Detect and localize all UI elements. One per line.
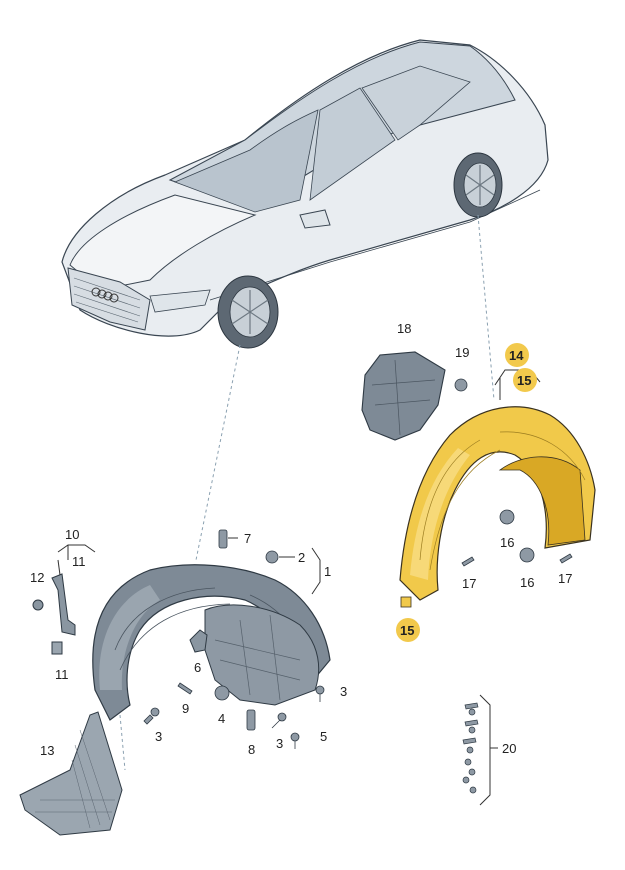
label-16-b: 16 [520, 575, 534, 590]
rear-wheel-liner [399, 406, 596, 601]
highlight-15-top [513, 368, 537, 392]
bracket-part [32, 573, 76, 655]
highlight-markers [396, 343, 537, 642]
label-15-left: 15 [400, 623, 414, 638]
front-wheel-liner [92, 564, 331, 721]
fastener-kit [462, 702, 479, 794]
label-7: 7 [244, 531, 251, 546]
label-16-a: 16 [500, 535, 514, 550]
car-illustration [61, 39, 549, 349]
label-19: 19 [455, 345, 469, 360]
small-bracket [189, 629, 208, 653]
label-11-top: 11 [72, 554, 86, 569]
fastener-icons-rear [400, 378, 573, 608]
label-15-top: 15 [517, 373, 531, 388]
label-5: 5 [320, 729, 327, 744]
callout-lines [57, 369, 541, 806]
fastener-icons-front [143, 529, 325, 749]
label-14: 14 [509, 348, 524, 363]
rear-wheel-icon [453, 152, 503, 218]
label-9: 9 [182, 701, 189, 716]
label-13: 13 [40, 743, 54, 758]
label-6: 6 [194, 660, 201, 675]
highlight-15-left [396, 618, 420, 642]
label-1: 1 [324, 564, 331, 579]
part-labels: 1 2 3 3 3 4 5 6 7 8 9 10 11 11 12 13 14 … [30, 321, 572, 758]
heat-shield [361, 351, 446, 441]
splash-shield [19, 711, 123, 836]
label-2: 2 [298, 550, 305, 565]
label-17-a: 17 [462, 576, 476, 591]
label-8: 8 [248, 742, 255, 757]
highlight-14 [505, 343, 529, 367]
label-3-a: 3 [340, 684, 347, 699]
label-18: 18 [397, 321, 411, 336]
front-wheel-icon [217, 275, 279, 349]
leader-lines [119, 214, 495, 771]
label-4: 4 [218, 711, 225, 726]
label-20: 20 [502, 741, 516, 756]
label-11-bottom: 11 [55, 667, 69, 682]
label-10: 10 [65, 527, 79, 542]
label-3-c: 3 [276, 736, 283, 751]
label-12: 12 [30, 570, 44, 585]
label-17-b: 17 [558, 571, 572, 586]
label-3-b: 3 [155, 729, 162, 744]
